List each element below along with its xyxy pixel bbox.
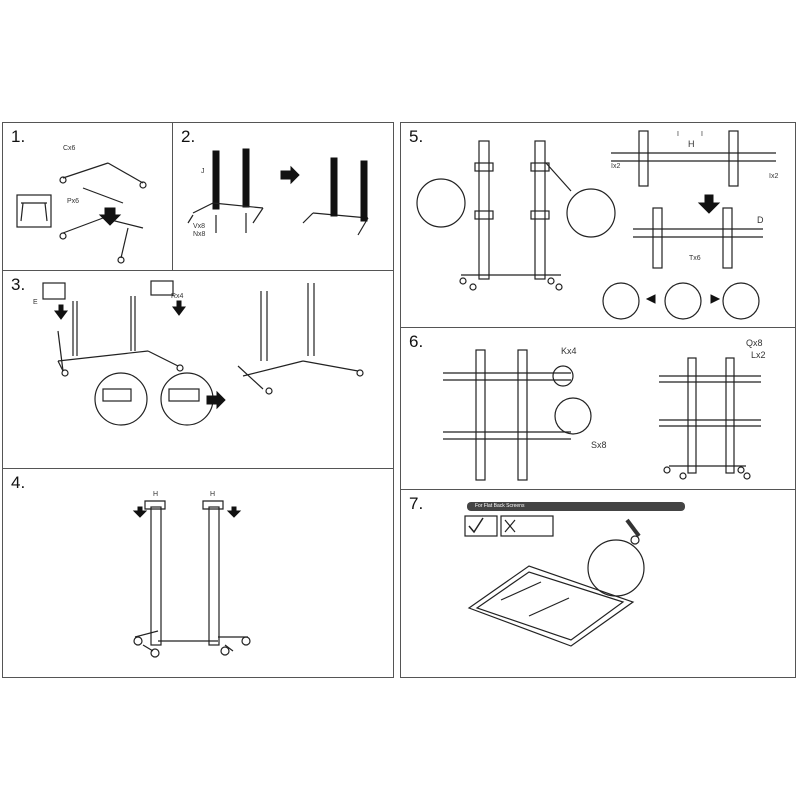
step-6-illustration xyxy=(443,349,761,481)
step-4-illustration xyxy=(132,500,251,658)
part-label-t: Tx6 xyxy=(689,255,701,262)
part-label-ix2: Ix2 xyxy=(611,163,621,170)
part-label-v: Vx8 xyxy=(193,223,206,230)
step-1-illustration xyxy=(16,162,147,264)
part-label-q: Qx8 xyxy=(746,338,763,348)
banner-text: For Flat Back Screens xyxy=(475,503,525,509)
step-6-panel: 6. Kx4 Sx8 Qx8 Lx2 xyxy=(401,328,795,490)
step-3-illustration xyxy=(42,280,364,426)
step-number: 6. xyxy=(409,332,424,351)
part-label-i: I xyxy=(701,131,703,138)
step-number: 4. xyxy=(11,473,26,492)
part-label-r: Rx4 xyxy=(171,293,184,300)
step-5-panel: 5. xyxy=(401,123,795,328)
manual-page-right: 5. xyxy=(400,122,796,678)
step-2-panel: 2. J Vx8 Nx8 xyxy=(173,123,393,271)
step-2-illustration xyxy=(187,148,369,236)
step-number: 5. xyxy=(409,127,424,146)
step-number: 2. xyxy=(181,127,196,146)
instruction-banner: For Flat Back Screens xyxy=(467,502,685,511)
step-4-panel: 4. H H xyxy=(3,469,393,677)
step-1-panel: 1. Cx6 Px6 xyxy=(3,123,173,271)
part-label-h: H xyxy=(153,491,159,498)
manual-page-left: 1. Cx6 Px6 2. xyxy=(2,122,394,678)
step-7-illustration xyxy=(464,515,645,647)
step-number: 3. xyxy=(11,275,26,294)
step-number: 7. xyxy=(409,494,424,513)
part-label-n: Nx8 xyxy=(193,231,206,238)
part-label-e: E xyxy=(33,299,38,306)
part-label-c: Cx6 xyxy=(63,145,76,152)
part-label-j: J xyxy=(201,168,205,175)
step-5-illustration xyxy=(416,130,776,320)
part-label-h: H xyxy=(688,139,695,149)
part-label-h: H xyxy=(210,491,216,498)
part-label-l: Lx2 xyxy=(751,350,766,360)
step-number: 1. xyxy=(11,127,26,146)
part-label-k: Kx4 xyxy=(561,346,577,356)
part-label-p: Px6 xyxy=(67,198,80,205)
step-7-panel: 7. For Flat Back Screens xyxy=(401,490,795,677)
step-3-panel: 3. xyxy=(3,271,393,469)
part-label-ix2: Ix2 xyxy=(769,173,779,180)
part-label-d: D xyxy=(757,215,764,225)
part-label-i: I xyxy=(677,131,679,138)
part-label-s: Sx8 xyxy=(591,440,607,450)
